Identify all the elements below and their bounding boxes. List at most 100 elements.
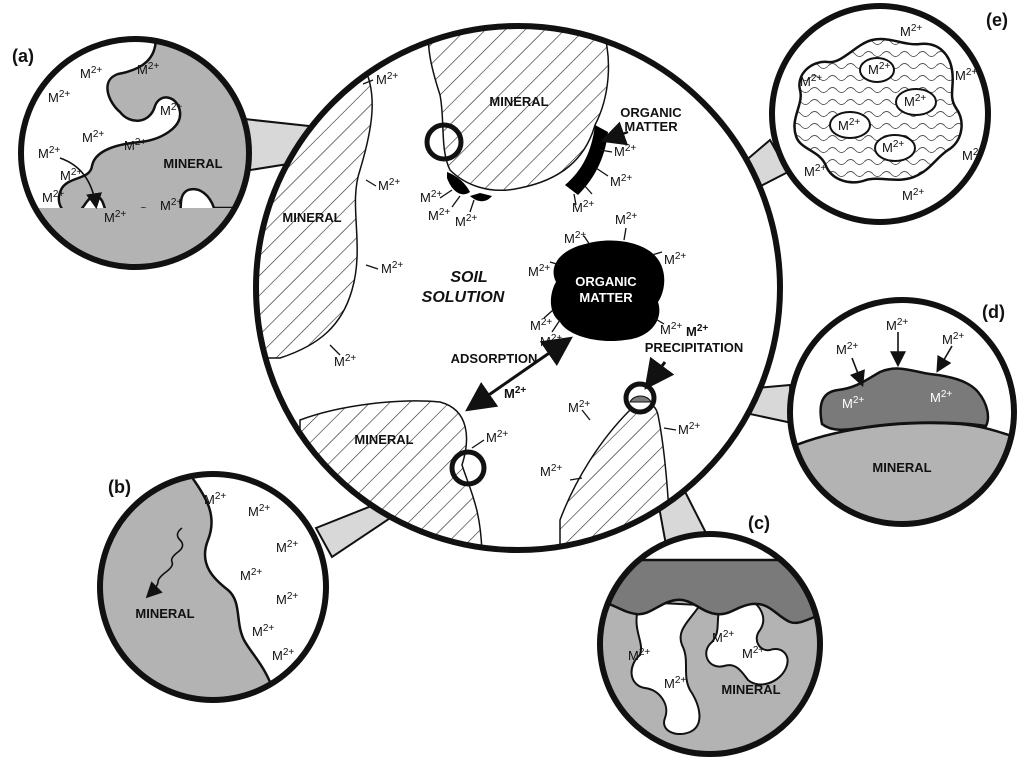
diffusion-arrow-a: [59, 157, 102, 210]
ions-a: M2+ M2+ M2+ M2+ M2+ M2+ M2+ M2+ M2+ M2+ …: [38, 61, 182, 226]
adsorption-arrow: [465, 336, 573, 412]
ion-label: M2+: [80, 65, 102, 82]
precipitation-label: PRECIPITATION: [645, 340, 743, 355]
ion-label: M2+: [942, 331, 964, 348]
organic-matter-label-top-1: ORGANIC: [620, 105, 682, 120]
ion-label: M2+: [572, 199, 594, 216]
ion-label: M2+: [742, 645, 764, 662]
ion-label: M2+: [455, 213, 477, 230]
soil-solution-label-1: SOIL: [450, 269, 487, 286]
ion-label: M2+: [530, 317, 552, 334]
ion-label: M2+: [38, 145, 60, 162]
ion-label: M2+: [60, 167, 82, 184]
ion-ticks: [329, 79, 677, 481]
mineral-label-d: MINERAL: [872, 460, 931, 475]
ion-label: M2+: [276, 539, 298, 556]
panel-label-c: (c): [748, 513, 770, 533]
focus-ring-b: [449, 449, 487, 487]
ion-label: M2+: [124, 137, 146, 154]
ion-label: M2+: [804, 163, 826, 180]
organic-coating-left: [447, 172, 470, 195]
ion-label-bold: M2+: [504, 385, 526, 402]
ion-label-white: M2+: [930, 389, 952, 406]
ion-label: M2+: [420, 189, 442, 206]
ions-b: M2+ M2+ M2+ M2+ M2+ M2+ M2+: [204, 491, 298, 664]
ion-label: M2+: [528, 263, 550, 280]
mineral-pore-c1: [630, 600, 702, 736]
panel-c: MINERAL M2+ M2+ M2+ M2+ (c): [597, 513, 823, 757]
ion-label: M2+: [800, 73, 822, 90]
ion-label: M2+: [610, 173, 632, 190]
panel-label-d: (d): [982, 302, 1005, 322]
ion-label: M2+: [334, 353, 356, 370]
ion-label: M2+: [240, 567, 262, 584]
mineral-label-a: MINERAL: [163, 156, 222, 171]
ion-arrow-d3: [936, 345, 953, 373]
organic-coating-mid: [470, 193, 492, 202]
mineral-label-bottom: MINERAL: [354, 432, 413, 447]
ion-label: M2+: [614, 143, 636, 160]
panel-d: MINERAL M2+ M2+ M2+ M2+ M2+ (d): [787, 297, 1017, 527]
mineral-grain-top: [427, 26, 610, 192]
panel-b: MINERAL M2+ M2+ M2+ M2+ M2+ M2+ M2+ (b): [97, 471, 329, 703]
mineral-label-top: MINERAL: [489, 94, 548, 109]
ion-label: M2+: [248, 503, 270, 520]
ions-d: M2+ M2+ M2+ M2+ M2+: [836, 317, 964, 412]
ion-label: M2+: [564, 230, 586, 247]
mineral-label-b: MINERAL: [135, 606, 194, 621]
ion-label: M2+: [615, 211, 637, 228]
organic-matter-label-2: MATTER: [579, 290, 633, 305]
ion-label: M2+: [886, 317, 908, 334]
ion-label: M2+: [628, 647, 650, 664]
organic-arrow: [600, 121, 629, 146]
ion-label: M2+: [882, 139, 904, 156]
organic-matter-blob: [550, 240, 665, 342]
ion-label: M2+: [904, 93, 926, 110]
ion-label: M2+: [664, 675, 686, 692]
ion-label: M2+: [955, 67, 977, 84]
ion-label: M2+: [836, 341, 858, 358]
panel-label-b: (b): [108, 477, 131, 497]
panel-label-e: (e): [986, 10, 1008, 30]
organic-aggregate-e: [793, 37, 963, 184]
ion-label: M2+: [204, 491, 226, 508]
organic-coating-right: [565, 125, 608, 195]
main-circle: ORGANIC MATTER MINERAL MINERAL MINERAL O…: [253, 23, 783, 553]
ion-label: M2+: [137, 61, 159, 78]
ion-label: M2+: [568, 399, 590, 416]
ion-pocket-e1: [859, 57, 895, 83]
ion-label: M2+: [540, 463, 562, 480]
ion-label-bold: M2+: [686, 323, 708, 340]
ion-label: M2+: [160, 197, 182, 214]
mineral-pore-c2: [705, 598, 789, 686]
ion-label: M2+: [902, 187, 924, 204]
ion-label-white: M2+: [842, 395, 864, 412]
ion-label: M2+: [712, 629, 734, 646]
ion-label: M2+: [376, 71, 398, 88]
mineral-label-c: MINERAL: [721, 682, 780, 697]
ion-label: M2+: [540, 333, 562, 350]
ion-label: M2+: [660, 321, 682, 338]
mineral-label-left: MINERAL: [282, 210, 341, 225]
ion-label: M2+: [378, 177, 400, 194]
soil-solution-label-2: SOLUTION: [422, 289, 505, 306]
precipitation-arrow: [644, 356, 675, 390]
panel-a: MINERAL M2+ M2+ M2+ M2+ M2+ M2+ M2+ M2+ …: [12, 36, 252, 270]
ion-label: M2+: [48, 89, 70, 106]
ion-label: M2+: [42, 189, 64, 206]
ion-label: M2+: [82, 129, 104, 146]
mineral-grain-b: [100, 474, 278, 700]
diffusion-arrow-b: [145, 527, 184, 599]
ion-pocket-e4: [874, 134, 916, 162]
ions-main: M2+ M2+ M2+ M2+ M2+ M2+ M2+ M2+ M2+ M2+ …: [334, 71, 708, 480]
organic-matter-label-top-2: MATTER: [624, 119, 678, 134]
adsorption-label: ADSORPTION: [451, 351, 538, 366]
ion-label: M2+: [252, 623, 274, 640]
ion-label: M2+: [486, 429, 508, 446]
ions-c: M2+ M2+ M2+ M2+: [628, 629, 764, 692]
ion-label: M2+: [962, 147, 984, 164]
ion-label: M2+: [664, 251, 686, 268]
organic-matter-label-1: ORGANIC: [575, 274, 637, 289]
ion-label: M2+: [428, 207, 450, 224]
